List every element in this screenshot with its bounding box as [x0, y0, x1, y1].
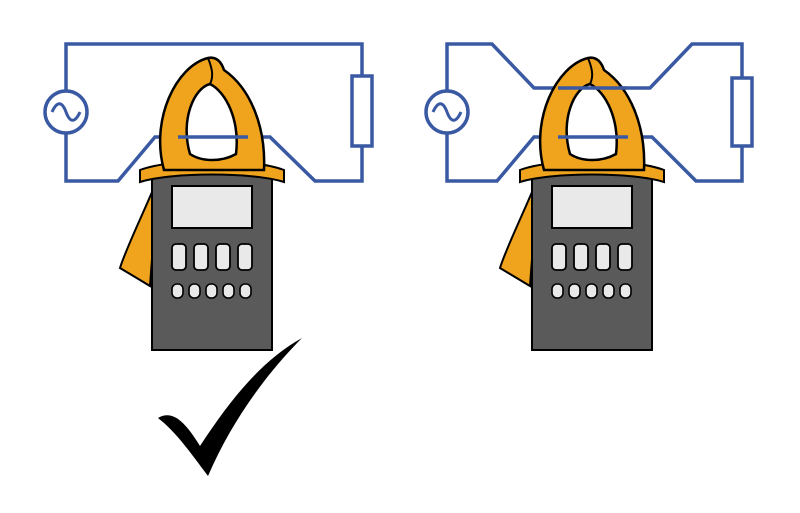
ac-source-icon — [43, 89, 89, 135]
checkmark-icon — [158, 338, 302, 476]
ac-source-icon — [424, 89, 470, 135]
panel-correct — [43, 42, 374, 352]
resistor-icon — [730, 76, 754, 148]
panel-incorrect — [424, 42, 754, 352]
clamp-meter-icon — [498, 56, 666, 352]
resistor-icon — [350, 74, 374, 148]
clamp-meter-icon — [118, 56, 286, 352]
